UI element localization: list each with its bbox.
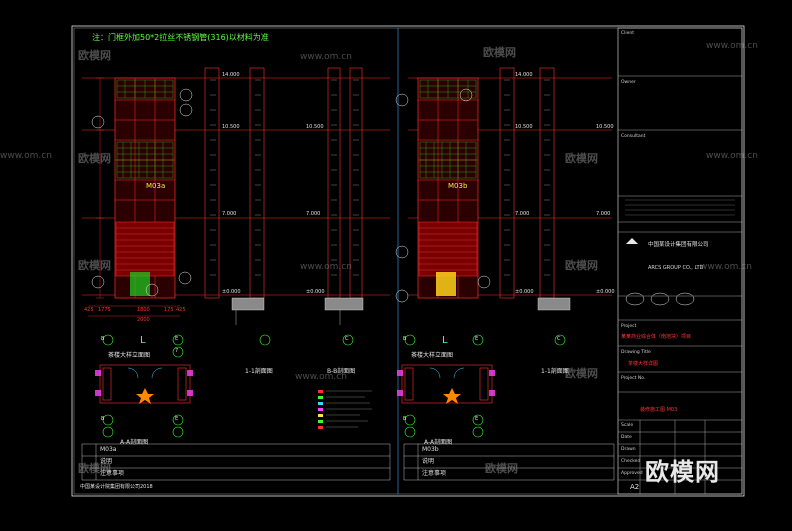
axis-c-right: C	[557, 336, 561, 342]
tb-label-client: Client	[621, 31, 635, 36]
watermark-brand: 欧模网	[78, 152, 111, 165]
dim-left-5: 175	[164, 307, 174, 313]
schedule-right-row-3: 注意事项	[422, 470, 447, 477]
watermark-brand: 欧模网	[485, 462, 518, 475]
tb-label-checked: Checked	[621, 459, 641, 464]
watermark-brand: 欧模网	[78, 49, 111, 62]
tb-label-approved: Approved	[621, 471, 643, 476]
elevation-title-left: 茶楼大样立面图	[108, 352, 151, 359]
level-right-1: 14.000	[515, 72, 533, 78]
level-right-3: 7.000	[515, 211, 530, 217]
company-name-cn: 中国某设计集团有限公司	[648, 242, 709, 248]
level-right-6: 7.000	[596, 211, 611, 217]
l-marker-right: L	[442, 335, 448, 346]
level-left-3: 7.000	[222, 211, 237, 217]
plan-title-left: A-A剖面图	[120, 439, 149, 446]
door-sign-right: M03b	[448, 182, 468, 190]
watermark-url: www.om.cn	[300, 262, 352, 272]
axis-b-right: B	[403, 336, 407, 342]
door-sign-left: M03a	[146, 182, 166, 190]
level-right-5: 10.500	[596, 124, 614, 130]
schedule-left-row-2: 说明	[100, 458, 113, 465]
level-right-2: 10.500	[515, 124, 533, 130]
tb-label-date: Date	[621, 435, 632, 440]
axis-e-right-plan: E	[475, 416, 479, 422]
axis-7-left: 7	[175, 348, 179, 354]
level-left-7: ±0.000	[306, 289, 325, 295]
tb-label-owner: Owner	[621, 80, 636, 85]
footer-note: 中国某设计院集团有限公司2018	[80, 484, 153, 490]
company-name-en: ARCS GROUP CO., LTD	[648, 265, 704, 271]
tb-label-drawing-title: Drawing Title	[621, 350, 651, 355]
watermark-url: www.om.cn	[706, 41, 758, 51]
tb-label-consultant: Consultant	[621, 134, 646, 139]
plan-title-right: A-A剖面图	[424, 439, 453, 446]
watermark-url: www.om.cn	[295, 372, 347, 382]
level-left-2: 10.500	[222, 124, 240, 130]
dim-left-2: 1775	[98, 307, 111, 313]
schedule-left-row-1: M03a	[100, 446, 117, 453]
axis-e-right: E	[475, 336, 479, 342]
schedule-left-row-3: 注意事项	[100, 470, 125, 477]
tb-label-project-no: Project No.	[621, 376, 646, 381]
axis-b-left-plan: B	[101, 416, 105, 422]
axis-e-left-plan: E	[175, 416, 179, 422]
dim-left-1: 425	[84, 307, 94, 313]
watermark-brand: 欧模网	[565, 152, 598, 165]
watermark-brand: 欧模网	[565, 259, 598, 272]
level-left-6: 7.000	[306, 211, 321, 217]
drawing-number: 装修施工图 M03	[640, 407, 678, 413]
watermark-url: www.om.cn	[700, 262, 752, 272]
level-right-7: ±0.000	[596, 289, 615, 295]
section-title-1-right: 1-1剖面图	[541, 368, 569, 375]
project-name: 某某商业综合体（南地块）项目	[621, 334, 692, 340]
level-left-1: 14.000	[222, 72, 240, 78]
level-left-4: ±0.000	[222, 289, 241, 295]
schedule-right-row-2: 说明	[422, 458, 435, 465]
watermark-brand: 欧模网	[78, 462, 111, 475]
watermark-url: www.om.cn	[0, 151, 52, 161]
watermark-brand: 欧模网	[78, 259, 111, 272]
watermark-big: 欧模网	[645, 458, 720, 486]
tb-label-drawn: Drawn	[621, 447, 636, 452]
dim-left-4: 2000	[137, 317, 150, 323]
top-note: 注：门框外加50*2拉丝不锈钢管(316)以材料为准	[92, 33, 269, 42]
watermark-url: www.om.cn	[300, 52, 352, 62]
tb-label-scale: Scale	[621, 423, 634, 428]
axis-c-left: C	[345, 336, 349, 342]
watermark-brand: 欧模网	[565, 367, 598, 380]
l-marker-left: L	[140, 335, 146, 346]
schedule-right-row-1: M03b	[422, 446, 439, 453]
drawing-title: 茶楼大样详图	[628, 361, 659, 367]
level-right-4: ±0.000	[515, 289, 534, 295]
dim-left-3: 1800	[137, 307, 150, 313]
watermark-brand: 欧模网	[483, 46, 516, 59]
section-title-1-left: 1-1剖面图	[245, 368, 273, 375]
tb-label-project: Project	[621, 324, 637, 329]
level-left-5: 10.500	[306, 124, 324, 130]
dim-left-6: 425	[176, 307, 186, 313]
axis-e-left: E	[175, 336, 179, 342]
elevation-title-right: 茶楼大样立面图	[411, 352, 454, 359]
section-title-b-left: B-B剖面图	[327, 368, 356, 375]
axis-b-right-plan: B	[403, 416, 407, 422]
watermark-url: www.om.cn	[706, 151, 758, 161]
axis-b-left: B	[101, 336, 105, 342]
sheet-size: A2	[630, 483, 640, 491]
